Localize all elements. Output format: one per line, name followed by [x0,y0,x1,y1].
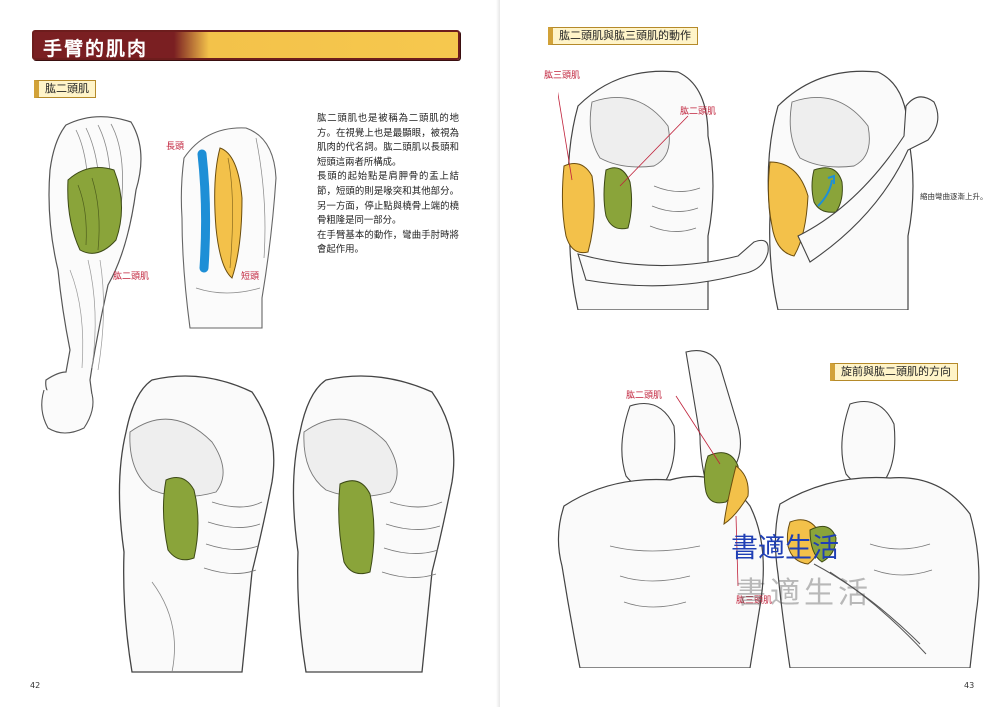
section-label-pronation: 旋前與肱二頭肌的方向 [830,363,958,381]
section-label-biceps: 肱二頭肌 [34,80,96,98]
callout-biceps-top: 肱二頭肌 [680,107,717,117]
callout-triceps-top: 肱三頭肌 [544,71,581,81]
callout-triceps-bottom: 肱三頭肌 [736,596,773,606]
arm-illustration [36,110,156,440]
torso-illustration-left [112,372,282,677]
flex-note: 縮由彎曲逐漸上升。 [920,192,988,201]
callout-short-head: 短頭 [241,272,260,282]
chapter-title: 手臂的肌肉 [43,38,149,60]
torso-illustration-right [286,372,464,677]
callout-biceps: 肱二頭肌 [113,272,150,282]
left-page: 手臂的肌肉 肱二頭肌 肱二頭肌 長頭 短頭 [30,30,464,690]
arm-raised-illustration [550,346,790,668]
section-label-biceps-triceps-motion: 肱二頭肌與肱三頭肌的動作 [548,27,698,45]
paragraph-1: 肱二頭肌也是被稱為二頭肌的地方。在視覺上也是最顯眼，被視為肌肉的代名詞。肱二頭肌… [317,113,459,168]
paragraph-2: 長頭的起始點是肩胛骨的盂上結節，短頭的則是喙突和其他部分。另一方面，停止點與橈骨… [317,171,459,227]
callout-long-head: 長頭 [166,142,185,152]
arm-flexed-illustration [758,66,948,310]
pronation-illustration [770,394,985,668]
arm-extended-illustration [558,66,773,310]
paragraph-3: 在手臂基本的動作，彎曲手肘時將會起作用。 [317,229,459,256]
biceps-description: 肱二頭肌也是被稱為二頭肌的地方。在視覺上也是最顯眼，被視為肌肉的代名詞。肱二頭肌… [317,112,459,258]
upper-arm-heads-illustration [176,118,280,330]
page-number-left: 42 [30,681,41,690]
chapter-title-banner: 手臂的肌肉 [32,30,460,60]
right-page: 肱二頭肌與肱三頭肌的動作 肱三頭肌 肱二頭肌 縮由彎曲逐漸上升。 [500,0,1000,707]
page-number-right: 43 [964,681,975,690]
callout-biceps-bottom: 肱二頭肌 [626,391,663,401]
